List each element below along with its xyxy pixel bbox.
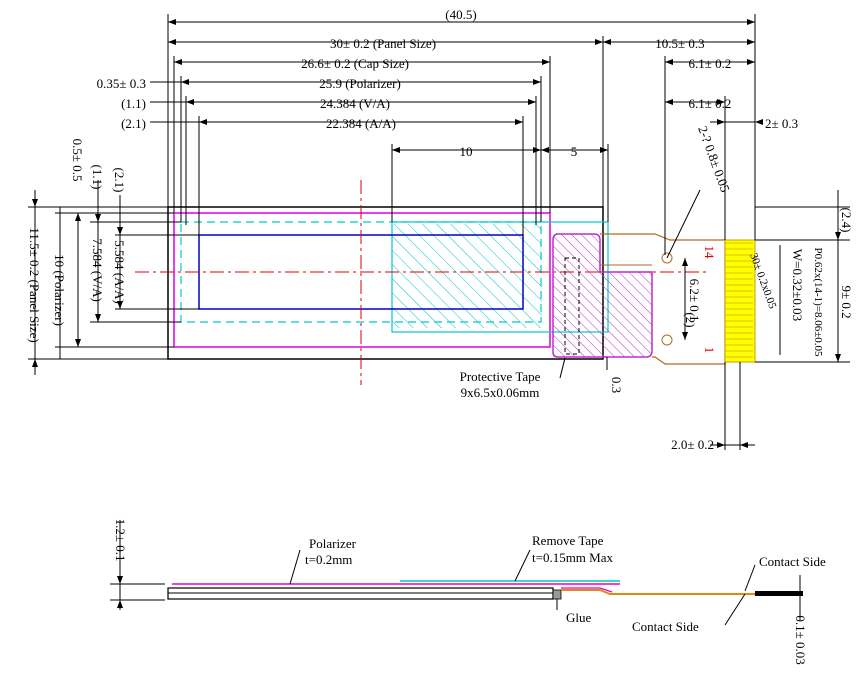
dim-aa-height: 5.584 (A/A) [112, 240, 127, 304]
dim-height-9: 9± 0.2 [839, 285, 854, 318]
protective-tape-size: 9x6.5x0.06mm [461, 385, 540, 400]
dim-va: 24.384 (V/A) [320, 96, 390, 111]
dim-offset-21: (2.1) [112, 168, 127, 193]
dim-va-height: 7.584 (V/A) [90, 238, 105, 302]
hatch-area [392, 224, 542, 328]
dim-height-62: 6.2± 0.1 [687, 279, 702, 322]
dim-polarizer: 25.9 (Polarizer) [319, 76, 401, 91]
dim-contact-width: 2± 0.3 [765, 116, 798, 131]
dim-pad-2: (2) [683, 312, 698, 327]
dim-fpc-thickness: 2-? 0.8± 0.05 [695, 124, 733, 194]
side-contact-side-2: Contact Side [632, 619, 699, 634]
fiducial-bottom [661, 334, 673, 346]
side-polarizer-label: Polarizer [309, 536, 357, 551]
dim-panel-height: 11.5± 0.2 (Panel Size) [27, 227, 42, 342]
dim-tape-5: 5 [571, 144, 578, 159]
dim-03: 0.3 [609, 377, 624, 393]
protective-tape [552, 233, 653, 358]
dim-pad-width: W=0.32±0.03 [790, 249, 805, 321]
left-dimension-arrows [32, 199, 123, 367]
protective-tape-label: Protective Tape [460, 369, 541, 384]
right-dimension-arrows [682, 232, 841, 448]
dim-aa: 22.384 (A/A) [326, 116, 396, 131]
dim-20: 2.0± 0.2 [671, 437, 714, 452]
pin-14-label: 14 [702, 246, 717, 260]
pin-1-label: 1 [702, 347, 717, 354]
side-polarizer-t: t=0.2mm [305, 552, 352, 567]
dim-pitch: P0.62x(14-1)=8.06±0.05 [812, 247, 824, 357]
side-fpc-thickness: 0.1± 0.03 [793, 615, 808, 664]
dim-va-offset: (1.1) [121, 96, 146, 111]
dim-fpc-61a: 6.1± 0.2 [689, 56, 732, 71]
leader-lines [559, 189, 701, 379]
dim-cap-size: 26.6± 0.2 (Cap Size) [301, 56, 409, 71]
side-contact-side-1: Contact Side [759, 554, 826, 569]
side-view [110, 520, 803, 626]
dim-offset-05: 0.5± 0.5 [70, 139, 85, 182]
dim-polarizer-offset: 0.35± 0.3 [97, 76, 146, 91]
dim-fpc-length: 10.5± 0.3 [655, 36, 704, 51]
cap-outline [173, 212, 551, 348]
side-thickness: 1.2± 0.1 [113, 519, 128, 562]
dim-tape-10: 10 [460, 144, 473, 159]
top-dimension-arrows [168, 19, 763, 153]
top-dimension-lines [150, 14, 756, 255]
dim-polarizer-height: 10 (Polarizer) [52, 254, 67, 326]
left-dimension-lines [28, 180, 199, 375]
tape-dashed-inner [564, 257, 580, 355]
dim-fpc-61b: 6.1± 0.2 [689, 96, 732, 111]
side-glue-label: Glue [566, 610, 592, 625]
dim-offset-11: (1.1) [90, 165, 105, 190]
side-remove-tape-t: t=0.15mm Max [532, 550, 613, 565]
dim-overall: (40.5) [445, 7, 476, 22]
side-remove-tape-label: Remove Tape [532, 533, 604, 548]
dim-aa-offset: (2.1) [121, 116, 146, 131]
contact-pads [724, 239, 756, 363]
dim-offset-24: (2.4) [839, 208, 854, 233]
dim-panel-size: 30± 0.2 (Panel Size) [330, 36, 436, 51]
